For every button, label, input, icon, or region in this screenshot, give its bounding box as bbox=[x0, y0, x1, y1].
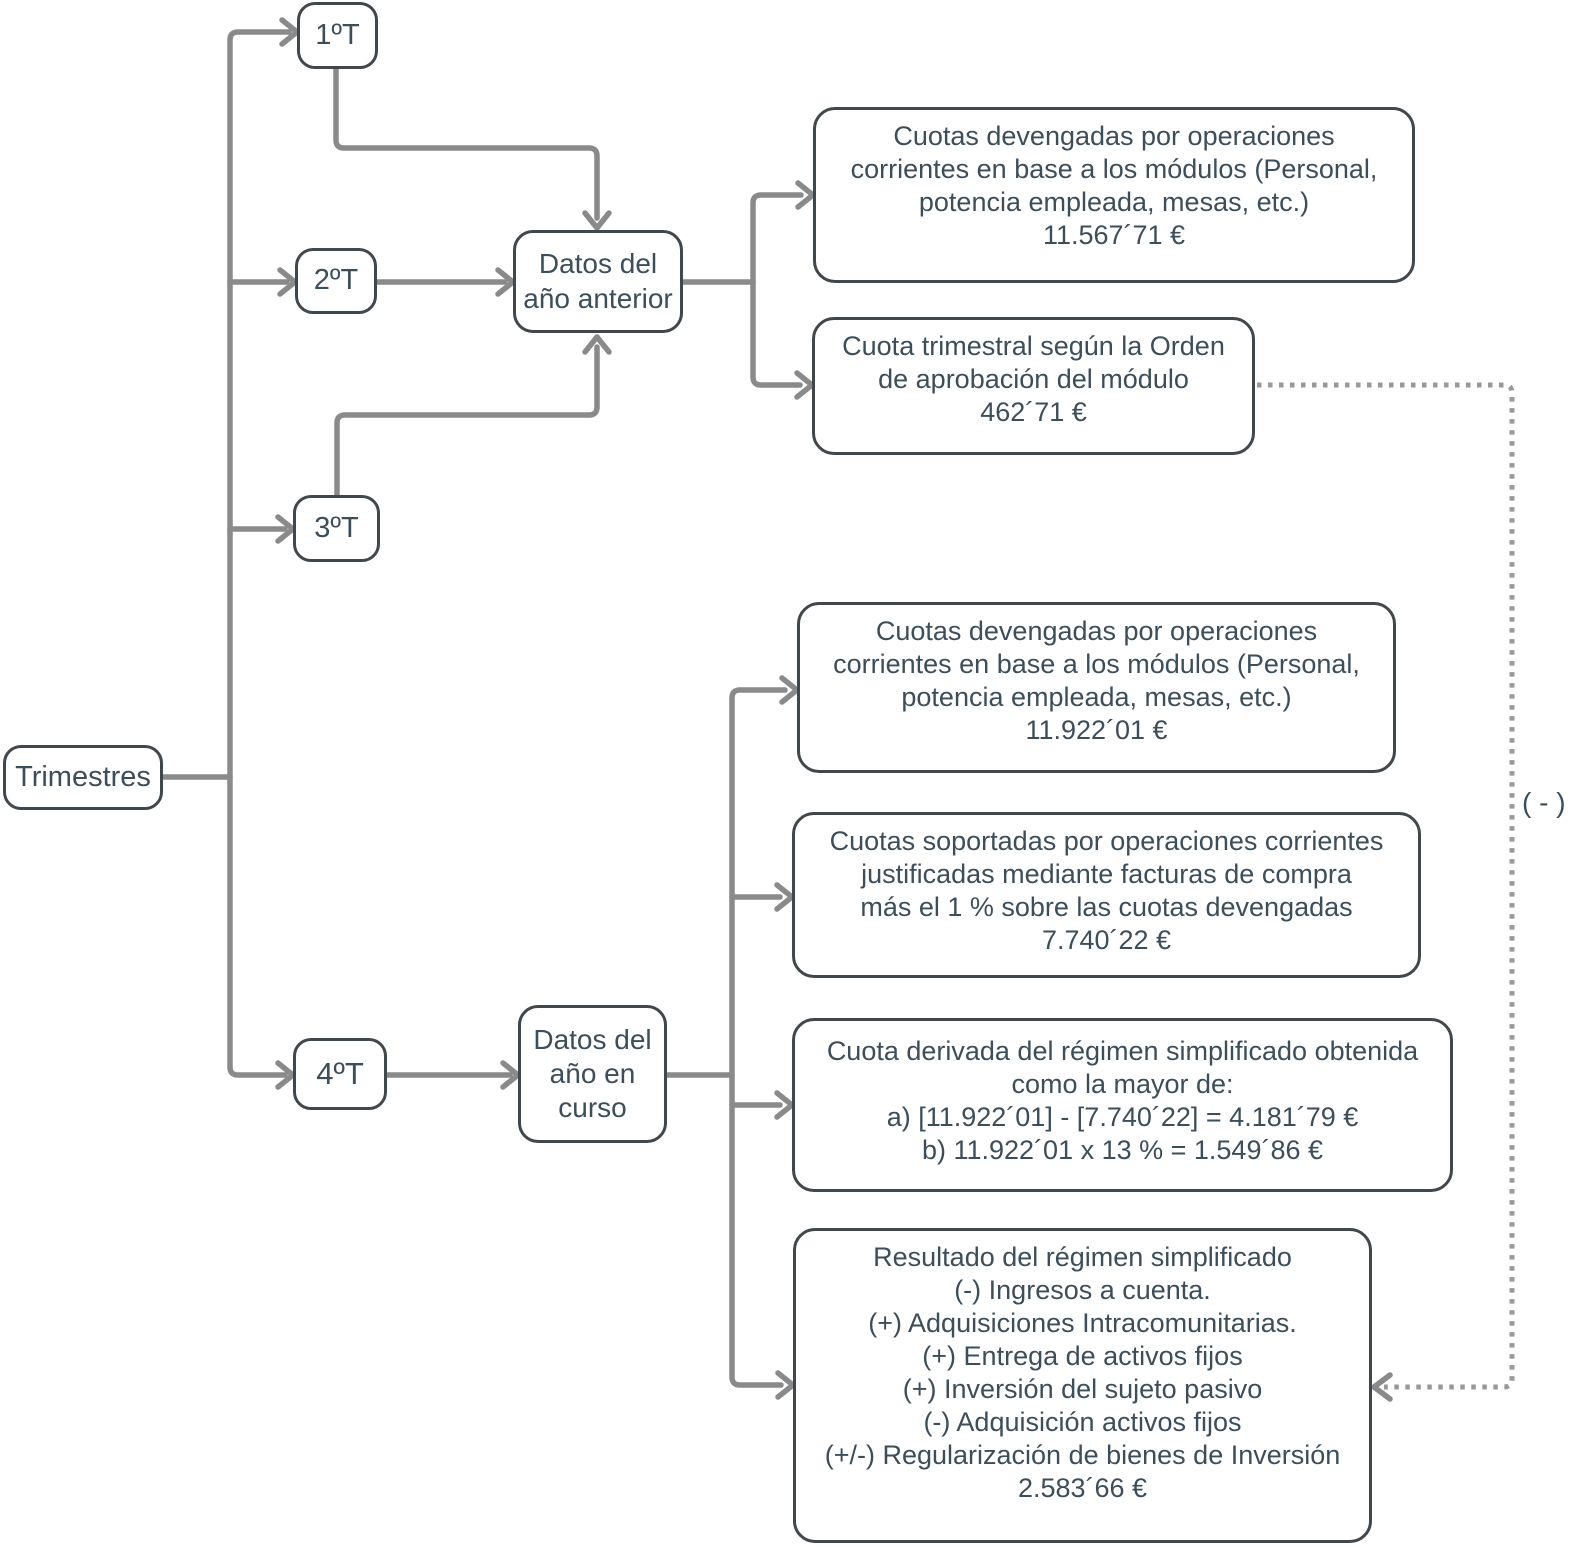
edge-junction-boxC bbox=[729, 687, 788, 1078]
edge-junction-boxF bbox=[729, 1072, 784, 1388]
node-datos-anio-anterior: Datos del año anterior bbox=[513, 230, 683, 333]
edge-q3-prev bbox=[334, 344, 600, 498]
node-trimestres: Trimestres bbox=[3, 745, 163, 810]
node-quarter-4: 4ºT bbox=[293, 1038, 387, 1110]
node-curr-cuotas-soportadas: Cuotas soportadas por operaciones corrie… bbox=[792, 812, 1421, 978]
edge-q1-prev bbox=[333, 66, 600, 221]
node-cuota-derivada: Cuota derivada del régimen simplificado … bbox=[792, 1018, 1453, 1192]
node-prev-cuotas-devengadas: Cuotas devengadas por operaciones corrie… bbox=[813, 107, 1415, 283]
edge-dotted-minus bbox=[1257, 382, 1515, 1390]
node-resultado-regimen-label: Resultado del régimen simplificado (-) I… bbox=[824, 1242, 1341, 1503]
node-prev-cuotas-devengadas-label: Cuotas devengadas por operaciones corrie… bbox=[850, 121, 1378, 250]
node-datos-anio-anterior-label: Datos del año anterior bbox=[523, 248, 673, 314]
arrowhead-prev-bottom bbox=[582, 334, 612, 355]
node-quarter-3-label: 3ºT bbox=[314, 511, 359, 544]
node-quarter-1: 1ºT bbox=[297, 2, 378, 69]
node-trimestres-label: Trimestres bbox=[15, 760, 151, 793]
node-curr-cuotas-devengadas: Cuotas devengadas por operaciones corrie… bbox=[797, 602, 1396, 773]
edge-trunk bbox=[227, 29, 292, 1078]
arrowhead-prev-top bbox=[582, 210, 612, 231]
node-curr-cuotas-devengadas-label: Cuotas devengadas por operaciones corrie… bbox=[833, 616, 1360, 745]
node-quarter-2-label: 2ºT bbox=[313, 264, 359, 297]
edge-junction-boxB bbox=[750, 279, 803, 388]
node-quarter-1-label: 1ºT bbox=[315, 18, 360, 51]
node-prev-cuota-trimestral-label: Cuota trimestral según la Orden de aprob… bbox=[842, 331, 1225, 427]
node-datos-anio-en-curso-label: Datos del año en curso bbox=[533, 1023, 652, 1124]
node-cuota-derivada-label: Cuota derivada del régimen simplificado … bbox=[826, 1036, 1419, 1165]
node-quarter-2: 2ºT bbox=[295, 248, 377, 314]
node-quarter-4-label: 4ºT bbox=[316, 1055, 364, 1091]
minus-annotation: ( - ) bbox=[1522, 787, 1566, 818]
edge-junction-boxA bbox=[750, 192, 804, 285]
node-curr-cuotas-soportadas-label: Cuotas soportadas por operaciones corrie… bbox=[829, 826, 1384, 955]
node-resultado-regimen: Resultado del régimen simplificado (-) I… bbox=[793, 1228, 1372, 1543]
node-datos-anio-en-curso: Datos del año en curso bbox=[518, 1005, 667, 1143]
node-prev-cuota-trimestral: Cuota trimestral según la Orden de aprob… bbox=[812, 317, 1255, 455]
node-quarter-3: 3ºT bbox=[293, 495, 380, 562]
arrowhead-dotted-minus bbox=[1371, 1372, 1393, 1402]
